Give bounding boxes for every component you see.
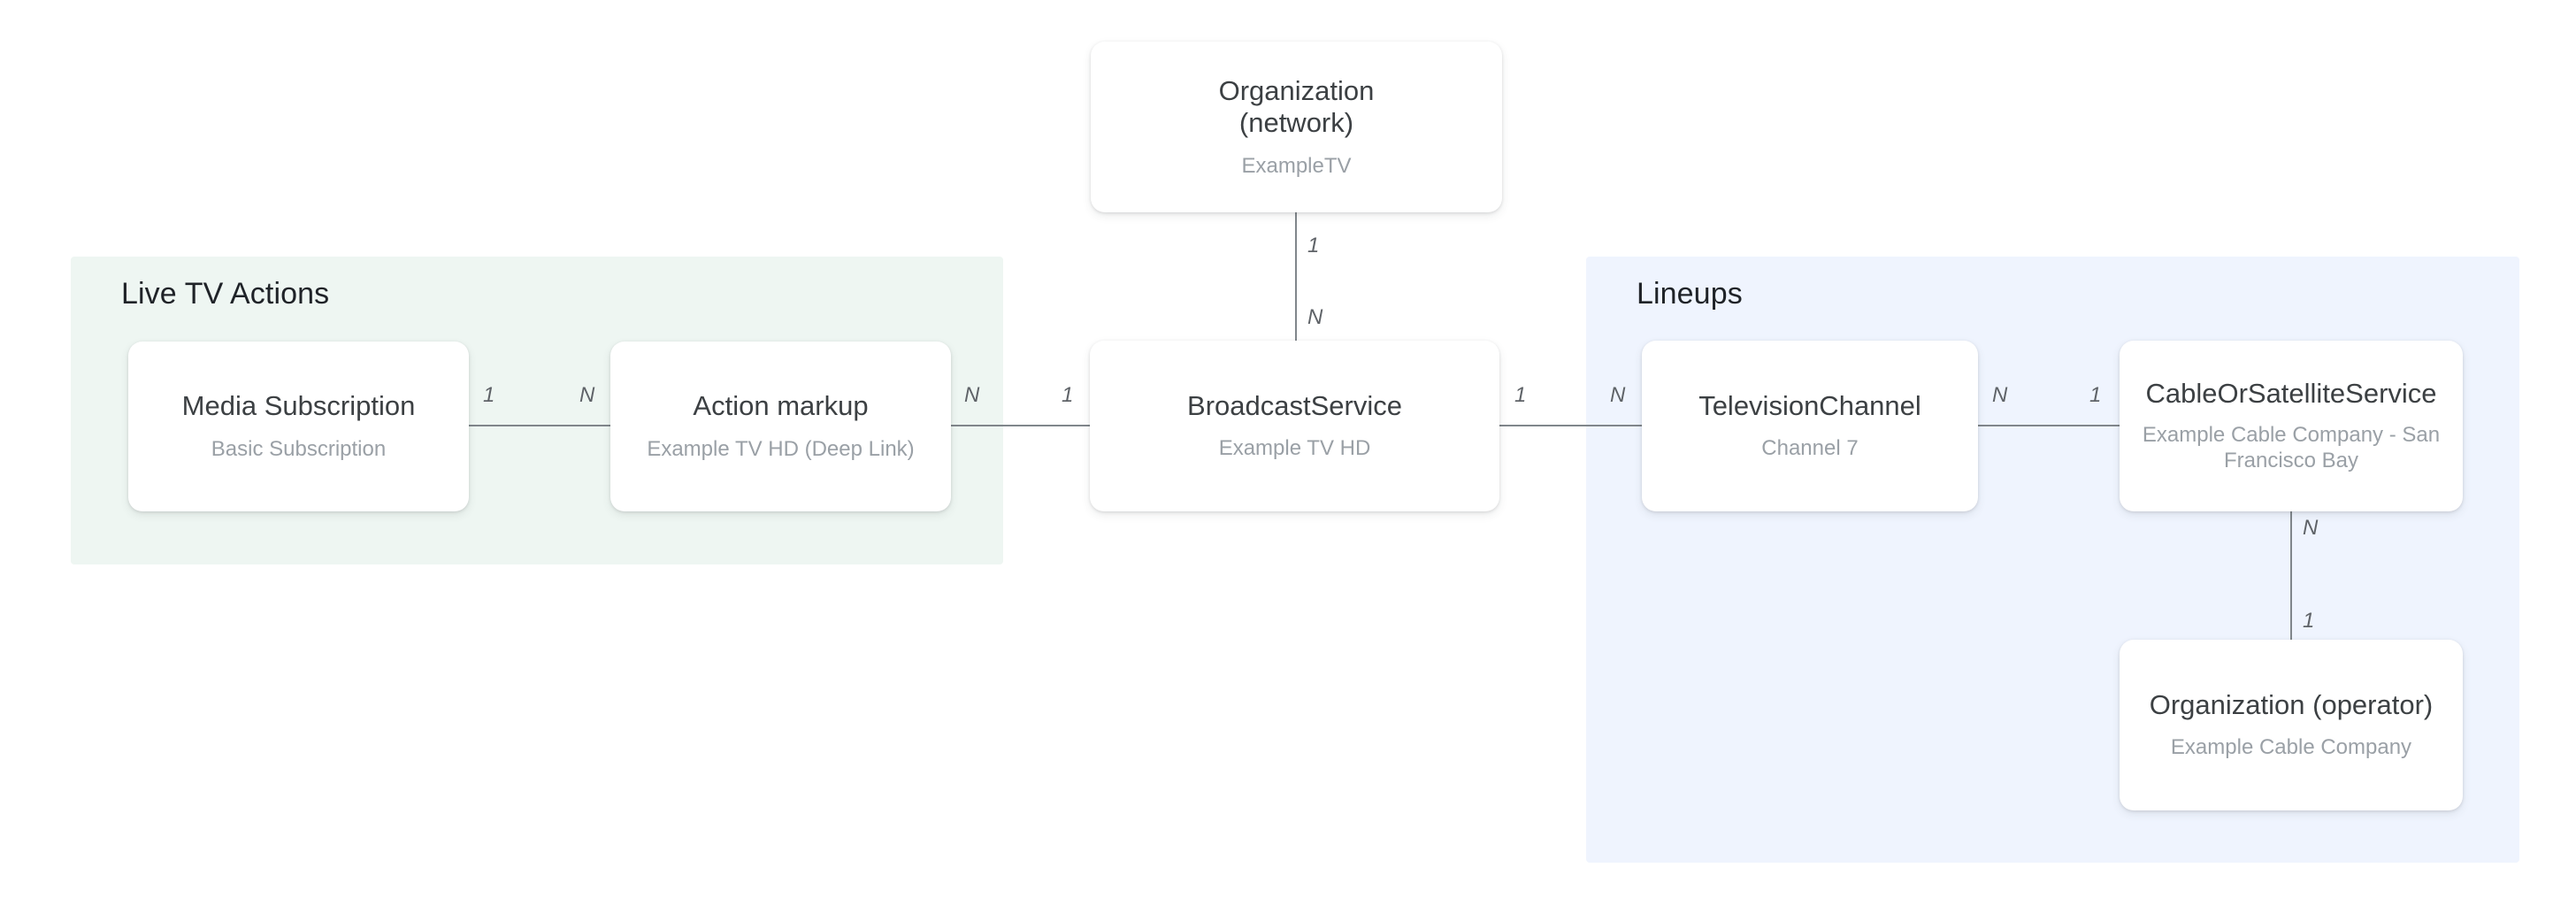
node-organization-operator[interactable]: Organization (operator) Example Cable Co… — [2120, 640, 2463, 810]
edge-cable-or-satellite-service-organization-operator — [2290, 511, 2292, 642]
node-broadcast-service-title: BroadcastService — [1187, 389, 1402, 421]
node-media-subscription[interactable]: Media Subscription Basic Subscription — [128, 342, 469, 511]
edge-television-channel-cable-or-satellite-service — [1975, 425, 2121, 426]
node-organization-network[interactable]: Organization (network) ExampleTV — [1091, 42, 1502, 212]
node-broadcast-service-subtitle: Example TV HD — [1218, 436, 1371, 461]
group-lineups-title: Lineups — [1637, 277, 1743, 311]
edge-label-television-channel-to: 1 — [2089, 383, 2102, 407]
node-organization-network-title-line1: Organization — [1218, 74, 1375, 106]
node-broadcast-service[interactable]: BroadcastService Example TV HD — [1090, 341, 1499, 511]
node-cable-or-satellite-service-title: CableOrSatelliteService — [2145, 378, 2437, 410]
node-television-channel-title: TelevisionChannel — [1698, 389, 1921, 421]
node-action-markup-title: Action markup — [693, 390, 869, 422]
edge-label-org-network-from: 1 — [1307, 234, 1320, 257]
node-media-subscription-subtitle: Basic Subscription — [211, 436, 387, 461]
node-media-subscription-title: Media Subscription — [181, 390, 416, 422]
edge-label-television-channel-from: N — [1992, 383, 2008, 407]
node-organization-operator-title: Organization (operator) — [2149, 688, 2434, 720]
edge-label-cable-service-to: 1 — [2303, 609, 2315, 633]
node-organization-network-title-line2: (network) — [1238, 107, 1354, 139]
edge-label-action-markup-from: N — [964, 383, 980, 407]
node-organization-network-subtitle: ExampleTV — [1241, 153, 1352, 178]
edge-label-broadcast-service-to: N — [1610, 383, 1626, 407]
node-action-markup[interactable]: Action markup Example TV HD (Deep Link) — [610, 342, 951, 511]
group-live-tv-actions-title: Live TV Actions — [121, 277, 330, 311]
node-organization-network-title: Organization (network) — [1219, 75, 1375, 140]
edge-label-media-subscription-from: 1 — [483, 383, 495, 407]
node-cable-or-satellite-service[interactable]: CableOrSatelliteService Example Cable Co… — [2120, 341, 2463, 511]
edge-label-action-markup-to: 1 — [1062, 383, 1074, 407]
edge-media-subscription-action-markup — [467, 425, 612, 426]
edge-label-media-subscription-to: N — [579, 383, 595, 407]
node-cable-or-satellite-service-subtitle: Example Cable Company - San Francisco Ba… — [2142, 422, 2441, 472]
edge-organization-network-broadcast-service — [1295, 212, 1297, 343]
edge-label-cable-service-from: N — [2303, 516, 2319, 540]
edge-label-broadcast-service-from: 1 — [1514, 383, 1527, 407]
node-organization-operator-subtitle: Example Cable Company — [2170, 735, 2412, 760]
edge-action-markup-broadcast-service — [949, 425, 1092, 426]
node-action-markup-subtitle: Example TV HD (Deep Link) — [647, 436, 915, 461]
node-television-channel-subtitle: Channel 7 — [1761, 436, 1859, 461]
edge-broadcast-service-television-channel — [1498, 425, 1644, 426]
node-television-channel[interactable]: TelevisionChannel Channel 7 — [1642, 341, 1978, 511]
edge-label-org-network-to: N — [1307, 305, 1323, 329]
